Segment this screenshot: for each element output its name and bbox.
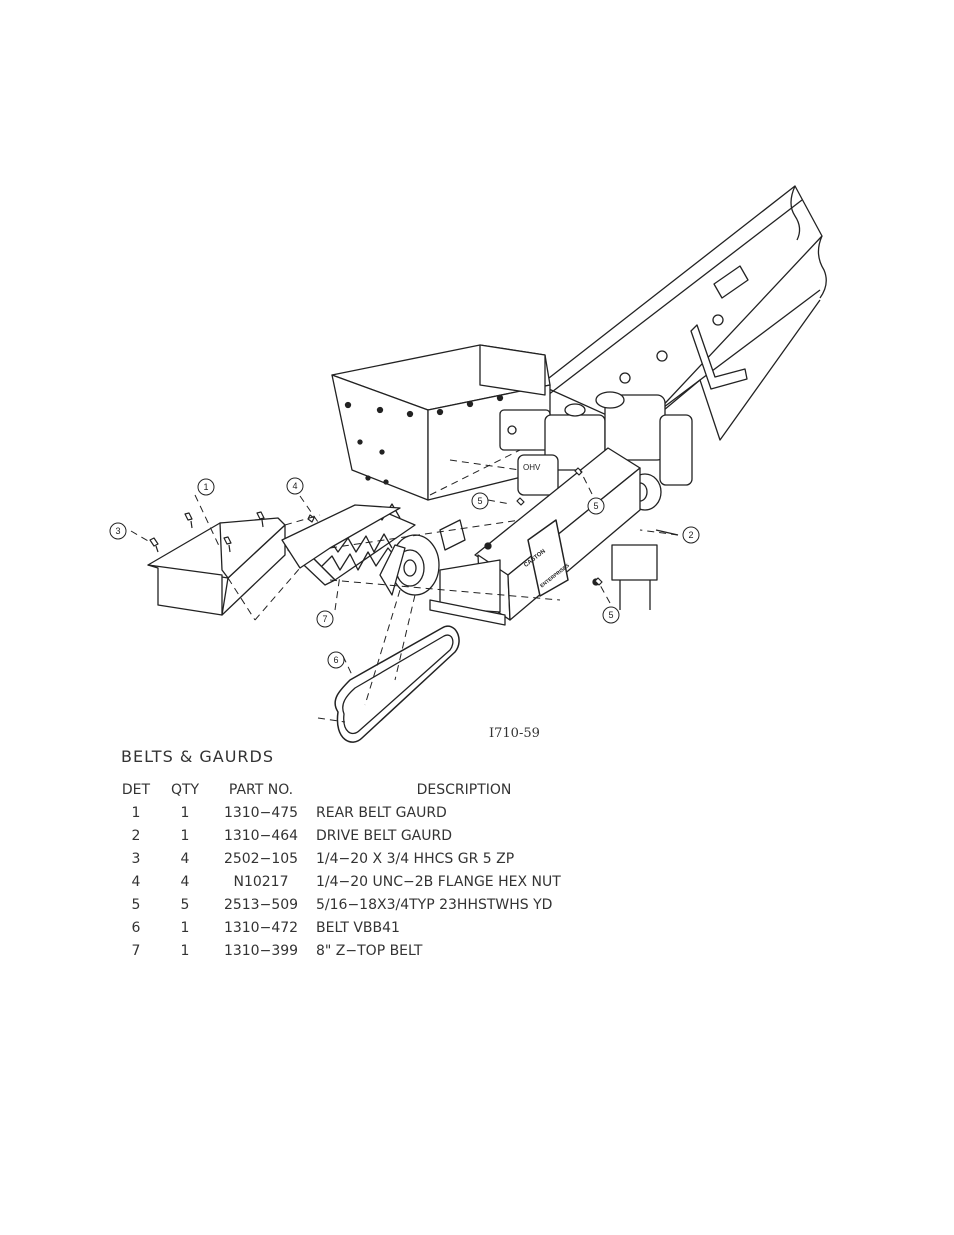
- callout-4: 4: [286, 477, 304, 495]
- callout-5-a: 5: [471, 492, 489, 510]
- cell-det: 7: [131, 942, 141, 959]
- cell-description: DRIVE BELT GAURD: [316, 827, 453, 844]
- cell-description: REAR BELT GAURD: [316, 804, 447, 821]
- callout-2: 2: [682, 526, 700, 544]
- cell-part-no: 2502−105: [223, 850, 299, 867]
- callout-5-c: 5: [602, 606, 620, 624]
- svg-text:7: 7: [322, 614, 327, 624]
- cell-qty: 1: [180, 804, 190, 821]
- pulley: [379, 534, 440, 596]
- callout-1: 1: [197, 478, 215, 496]
- cell-det: 4: [131, 873, 141, 890]
- svg-text:5: 5: [593, 501, 598, 511]
- callout-6: 6: [327, 651, 345, 669]
- bolts: [149, 467, 603, 586]
- cell-part-no: 1310−472: [223, 919, 299, 936]
- table-row: 5 5 2513−509 5/16−18X3/4TYP 23HHSTWHS YD: [112, 893, 616, 916]
- callout-3: 3: [109, 522, 127, 540]
- conveyor-tube: [539, 185, 827, 441]
- cell-det: 3: [131, 850, 141, 867]
- engine-label: OHV: [523, 463, 541, 472]
- header-description: DESCRIPTION: [416, 781, 512, 798]
- svg-text:1: 1: [203, 482, 208, 492]
- engine: [499, 391, 693, 511]
- cell-description: 1/4−20 UNC−2B FLANGE HEX NUT: [316, 873, 561, 890]
- header-qty: QTY: [170, 781, 200, 798]
- cell-description: BELT VBB41: [316, 919, 400, 936]
- table-row: 7 1 1310−399 8" Z−TOP BELT: [112, 939, 616, 962]
- table-row: 3 4 2502−105 1/4−20 X 3/4 HHCS GR 5 ZP: [112, 847, 616, 870]
- svg-text:5: 5: [477, 496, 482, 506]
- cell-qty: 1: [180, 942, 190, 959]
- v-belt: [334, 625, 460, 743]
- exploded-assembly-drawing: OHV CASTON ENTERPRISES 1 2 3 4 5 5 5 6 7: [109, 185, 827, 743]
- cell-qty: 1: [180, 919, 190, 936]
- svg-text:5: 5: [608, 610, 613, 620]
- header-det: DET: [121, 781, 151, 798]
- callout-7: 7: [316, 610, 334, 628]
- table-row: 4 4 N10217 1/4−20 UNC−2B FLANGE HEX NUT: [112, 870, 616, 893]
- cell-qty: 5: [180, 896, 190, 913]
- nut-bracket: [281, 504, 401, 569]
- table-row: 6 1 1310−472 BELT VBB41: [112, 916, 616, 939]
- cell-det: 5: [131, 896, 141, 913]
- cell-part-no: 2513−509: [223, 896, 299, 913]
- svg-text:6: 6: [333, 655, 338, 665]
- table-header-row: DET QTY PART NO. DESCRIPTION: [112, 778, 616, 801]
- cell-qty: 4: [180, 850, 190, 867]
- cell-part-no: 1310−475: [223, 804, 299, 821]
- cell-det: 1: [131, 804, 141, 821]
- svg-text:2: 2: [688, 530, 693, 540]
- cell-part-no: 1310−464: [223, 827, 299, 844]
- figure-id: I710-59: [489, 726, 540, 741]
- svg-text:3: 3: [115, 526, 120, 536]
- cell-qty: 1: [180, 827, 190, 844]
- callout-5-b: 5: [587, 497, 605, 515]
- cell-description: 1/4−20 X 3/4 HHCS GR 5 ZP: [316, 850, 515, 867]
- parts-table: DET QTY PART NO. DESCRIPTION 1 1 1310−47…: [112, 778, 616, 962]
- cell-description: 8" Z−TOP BELT: [316, 942, 423, 959]
- cell-description: 5/16−18X3/4TYP 23HHSTWHS YD: [316, 896, 553, 913]
- header-part-no: PART NO.: [228, 781, 294, 798]
- table-row: 2 1 1310−464 DRIVE BELT GAURD: [112, 824, 616, 847]
- cell-det: 2: [131, 827, 141, 844]
- rear-belt-guard: [147, 517, 286, 616]
- cell-qty: 4: [180, 873, 190, 890]
- cell-part-no: 1310−399: [223, 942, 299, 959]
- cell-part-no: N10217: [233, 873, 289, 890]
- section-title: BELTS & GAURDS: [121, 747, 275, 766]
- table-row: 1 1 1310−475 REAR BELT GAURD: [112, 801, 616, 824]
- base-frame: [429, 544, 658, 626]
- explode-lines: [130, 449, 679, 723]
- cell-det: 6: [131, 919, 141, 936]
- drive-belt-guard: [474, 447, 641, 621]
- z-top-belt: [287, 503, 466, 586]
- svg-text:4: 4: [292, 481, 297, 491]
